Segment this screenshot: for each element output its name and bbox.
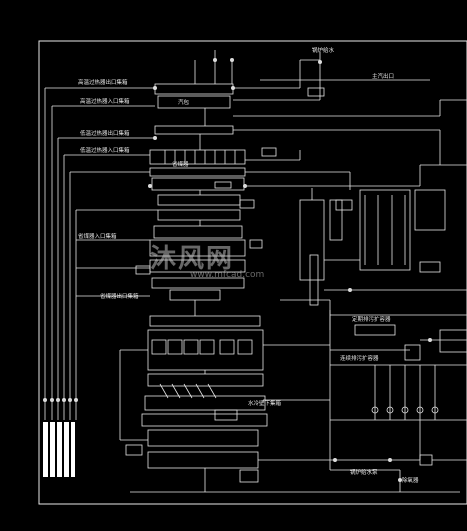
label-right-4: 连续排污扩容器 xyxy=(340,354,379,362)
watermark-site: www.mfcad.com xyxy=(190,270,265,280)
label-top-left-1: 高温过热器出口集箱 xyxy=(78,78,128,86)
watermark-brand: 沐风网 xyxy=(150,244,235,274)
label-right-3: 定期排污扩容器 xyxy=(352,315,391,323)
label-bottom-1: 水冷壁下集箱 xyxy=(248,399,282,407)
label-mid-left-4: 省煤器出口集箱 xyxy=(100,292,139,300)
watermark: 沐风网 www.mfcad.com xyxy=(150,238,264,280)
label-mid-left-2: 低温过热器入口集箱 xyxy=(80,146,130,154)
pipework xyxy=(44,50,467,493)
label-bottom-3: 除氧器 xyxy=(402,476,419,484)
drain-pipes xyxy=(43,422,75,477)
label-steam-drum: 汽包 xyxy=(178,98,190,106)
label-right-2: 主汽出口 xyxy=(372,72,394,80)
label-econ: 省煤器 xyxy=(172,160,189,168)
label-bottom-2: 锅炉给水泵 xyxy=(350,468,378,476)
label-top-left-2: 高温过热器入口集箱 xyxy=(80,97,130,105)
label-mid-left-3: 省煤器入口集箱 xyxy=(78,232,117,240)
valve-markers xyxy=(43,58,432,482)
label-right-1: 锅炉给水 xyxy=(312,46,335,54)
drawing-frame xyxy=(38,40,467,505)
label-mid-left-1: 低温过热器出口集箱 xyxy=(80,129,130,137)
